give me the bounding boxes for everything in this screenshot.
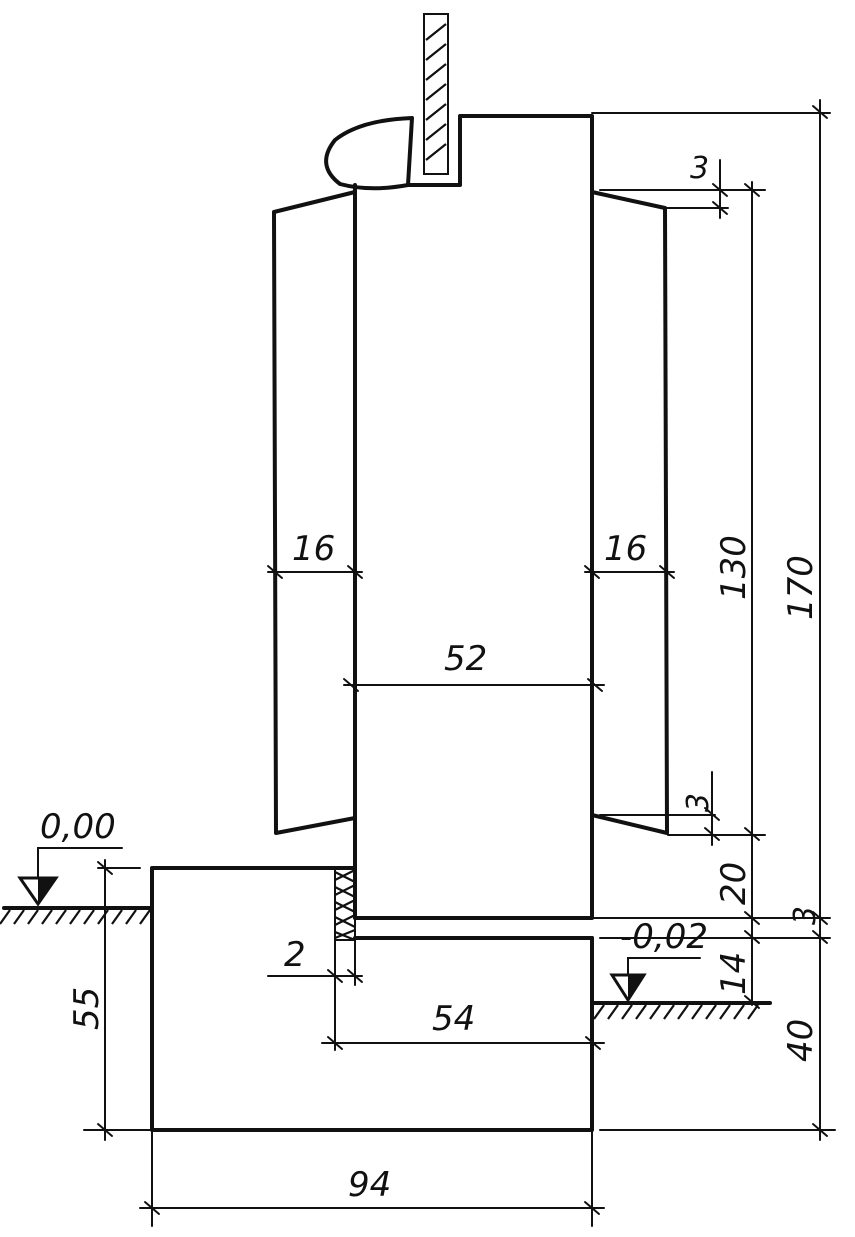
svg-text:2: 2 <box>284 935 306 975</box>
ground-right <box>590 1001 772 1020</box>
left-jamb-block <box>272 190 357 835</box>
column-outline <box>353 114 594 920</box>
window-frame-detail <box>423 13 449 175</box>
dim-40: 40 <box>781 929 828 1141</box>
right-jamb-block <box>590 190 669 835</box>
dim-52: 52 <box>343 639 605 692</box>
svg-text:20: 20 <box>714 862 754 905</box>
dim-94: 94 <box>139 1129 605 1227</box>
svg-text:3: 3 <box>681 793 716 812</box>
svg-text:3: 3 <box>788 906 823 925</box>
dim-170: 170 <box>781 99 828 926</box>
dim-20: 20 <box>714 834 760 941</box>
svg-text:14: 14 <box>714 952 754 995</box>
svg-text:170: 170 <box>781 555 821 620</box>
svg-text:54: 54 <box>432 999 475 1039</box>
svg-text:52: 52 <box>444 639 487 679</box>
dim-16-left: 16 <box>267 529 363 579</box>
level-marker-minus: -0,02 <box>609 917 708 1003</box>
dim-3-bottom: 3 <box>599 771 720 846</box>
svg-text:16: 16 <box>292 529 335 569</box>
svg-text:40: 40 <box>781 1019 821 1062</box>
svg-text:94: 94 <box>348 1165 391 1205</box>
svg-text:16: 16 <box>604 529 647 569</box>
dim-3-top: 3 <box>664 151 729 219</box>
svg-text:3: 3 <box>690 151 709 186</box>
insulation-cross-hatch <box>334 867 356 942</box>
dim-55: 55 <box>67 859 153 1141</box>
svg-text:55: 55 <box>67 987 107 1030</box>
dim-130: 130 <box>714 181 760 843</box>
level-marker-zero: 0,00 <box>17 807 123 907</box>
ground-left <box>0 906 154 925</box>
dim-2: 2 <box>267 935 363 1051</box>
svg-text:130: 130 <box>714 535 754 600</box>
footing-outline <box>150 866 594 1132</box>
level-zero-label: 0,00 <box>40 807 116 847</box>
dim-54: 54 <box>321 999 605 1050</box>
sill-nosing <box>324 116 414 191</box>
dim-16-right: 16 <box>584 529 675 579</box>
dim-14: 14 <box>714 930 760 1009</box>
